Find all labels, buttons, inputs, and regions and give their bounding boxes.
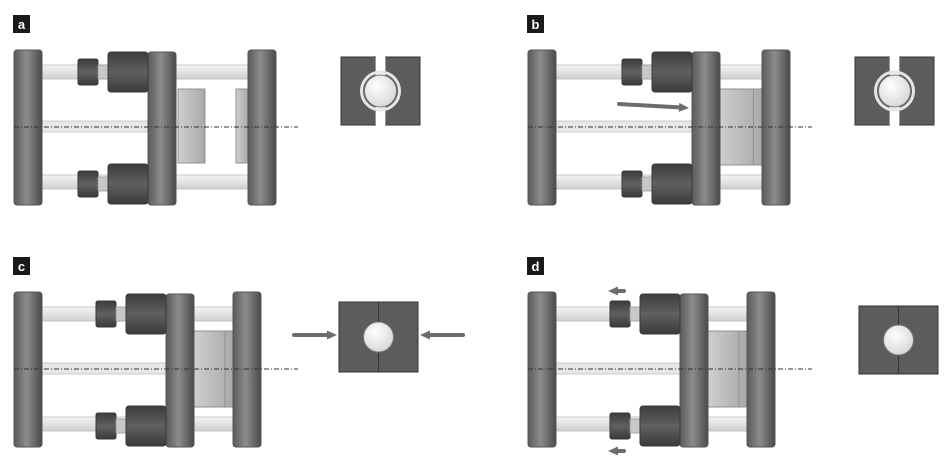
mold-half-moving	[177, 88, 206, 164]
pipe-cross-section	[363, 321, 394, 353]
rear-platen-column	[247, 49, 277, 206]
fixed-platen-column	[527, 291, 557, 448]
clamp-detail	[854, 56, 935, 126]
squeeze-arrow-right-head	[420, 330, 430, 340]
squeeze-arrow-left-head	[327, 330, 337, 340]
actuator-top	[77, 51, 149, 93]
panel-label-badge: a	[13, 15, 30, 33]
platen-forward-arrow	[617, 102, 689, 112]
panel-label-badge: d	[527, 257, 544, 275]
actuator-rod	[115, 418, 127, 434]
actuator-cap	[95, 412, 117, 440]
panel-c: c	[13, 257, 465, 448]
actuator-body	[107, 51, 149, 93]
panel-label: b	[532, 17, 540, 32]
actuator-rod	[641, 64, 653, 80]
platen-forward-arrow-shaft	[617, 102, 682, 110]
rear-platen-column	[746, 291, 776, 448]
center-pipe	[547, 120, 703, 133]
panel-label: c	[18, 259, 25, 274]
moving-platen-column	[165, 293, 195, 448]
panel-label-box	[527, 15, 544, 33]
panel-label: d	[532, 259, 540, 274]
actuator-rod	[97, 176, 109, 192]
actuator-rod	[629, 306, 641, 322]
actuator-cap	[609, 300, 631, 328]
platen-forward-arrow-head	[678, 102, 689, 112]
squeeze-arrow-right	[420, 330, 465, 340]
actuator-cap	[621, 170, 643, 198]
moving-platen-column	[679, 293, 709, 448]
panel-label: a	[18, 17, 26, 32]
fixed-platen-column	[13, 49, 43, 206]
pipe-cross-section	[883, 324, 914, 356]
actuator-body	[107, 163, 149, 205]
pipe-cross-section	[364, 74, 397, 108]
actuator-body	[125, 405, 167, 447]
rear-platen-column	[761, 49, 791, 206]
squeeze-arrow-left	[292, 330, 337, 340]
actuator-top	[95, 293, 167, 335]
actuator-cap	[77, 58, 99, 86]
rear-platen-column	[232, 291, 262, 448]
actuator-bottom	[95, 405, 167, 447]
actuator-rod	[97, 64, 109, 80]
fixed-platen-column	[13, 291, 43, 448]
actuator-body	[651, 163, 693, 205]
moving-platen-column	[147, 51, 177, 206]
actuator-body	[639, 405, 681, 447]
panel-b: b	[527, 15, 935, 206]
clamp-detail	[858, 305, 939, 375]
pipe-outer-ring	[874, 70, 915, 112]
panel-label-box	[527, 257, 544, 275]
retract-arrow-bottom	[608, 446, 626, 456]
actuator-body	[639, 293, 681, 335]
actuator-cap	[609, 412, 631, 440]
center-pipe	[547, 362, 691, 375]
center-pipe	[33, 120, 159, 133]
actuator-rod	[629, 418, 641, 434]
clamp-detail	[338, 301, 419, 373]
moving-platen-column	[691, 51, 721, 206]
panel-label-box	[13, 15, 30, 33]
retract-arrow-top-head	[608, 286, 618, 296]
panel-a: a	[13, 15, 421, 206]
clamp-detail	[340, 56, 421, 126]
center-pipe	[33, 362, 177, 375]
retract-arrow-top	[608, 286, 626, 296]
actuator-body	[125, 293, 167, 335]
actuator-cap	[621, 58, 643, 86]
fixed-platen-column	[527, 49, 557, 206]
retract-arrow-bottom-head	[608, 446, 618, 456]
actuator-bottom	[609, 405, 681, 447]
mold-closed	[718, 88, 763, 166]
pipe-outer-ring	[360, 70, 401, 112]
actuator-cap	[77, 170, 99, 198]
actuator-rod	[115, 306, 127, 322]
mold-half-fixed	[235, 88, 249, 164]
panel-label-badge: c	[13, 257, 30, 275]
actuator-bottom	[77, 163, 149, 205]
actuator-body	[651, 51, 693, 93]
panel-d: d	[527, 257, 939, 456]
panel-label-badge: b	[527, 15, 544, 33]
pipe-cross-section	[878, 74, 911, 108]
panel-label-box	[13, 257, 30, 275]
actuator-rod	[641, 176, 653, 192]
actuator-top	[609, 293, 681, 335]
actuator-top	[621, 51, 693, 93]
actuator-bottom	[621, 163, 693, 205]
actuator-cap	[95, 300, 117, 328]
